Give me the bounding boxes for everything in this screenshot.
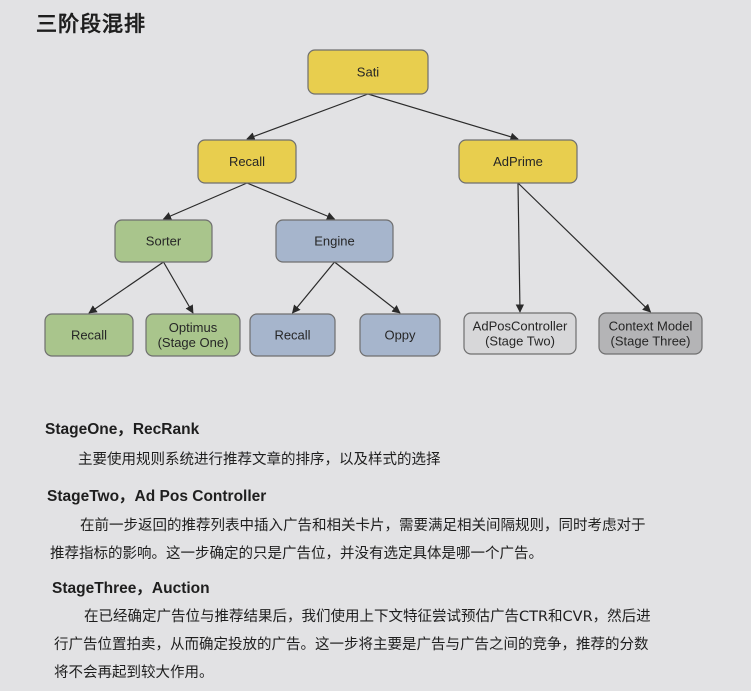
node-box	[145, 313, 241, 357]
node-label: AdPosController	[473, 319, 568, 334]
node-label: (Stage Three)	[611, 334, 691, 349]
node-recall-sorter: Recall	[44, 313, 134, 357]
node-sorter: Sorter	[114, 219, 213, 263]
stage-two-heading: StageTwo，Ad Pos Controller	[47, 488, 267, 505]
node-box	[44, 313, 134, 357]
node-box	[249, 313, 336, 357]
node-adposcontroller: AdPosController(Stage Two)	[463, 312, 577, 355]
node-sati: Sati	[307, 49, 429, 95]
node-label: (Stage Two)	[485, 334, 555, 349]
node-recall-top: Recall	[197, 139, 297, 184]
stage-three-heading: StageThree，Auction	[52, 580, 210, 597]
node-recall-engine: Recall	[249, 313, 336, 357]
node-label: Sorter	[146, 234, 182, 249]
node-box	[463, 312, 577, 355]
stage-three-line: 将不会再起到较大作用。	[54, 665, 214, 681]
node-label: Context Model	[609, 319, 693, 334]
node-box	[359, 313, 441, 357]
node-adprime: AdPrime	[458, 139, 578, 184]
edge-adprime-to-context-model	[517, 182, 652, 313]
edge-recall-top-to-sorter	[162, 182, 248, 220]
node-optimus: Optimus(Stage One)	[145, 313, 241, 357]
node-box	[275, 219, 394, 263]
node-box	[598, 312, 703, 355]
node-engine: Engine	[275, 219, 394, 263]
node-box	[307, 49, 429, 95]
stage-three-body: 在已经确定广告位与推荐结果后，我们使用上下文特征尝试预估广告CTR和CVR，然后…	[54, 603, 714, 687]
stage-three-line: 行广告位置拍卖，从而确定投放的广告。这一步将主要是广告与广告之间的竞争，推荐的分…	[54, 637, 649, 653]
edges-layer	[88, 93, 652, 314]
edge-sati-to-recall-top	[246, 93, 369, 141]
edge-adprime-to-adposcontroller	[515, 182, 525, 313]
stage-two-line: 在前一步返回的推荐列表中插入广告和相关卡片，需要满足相关间隔规则，同时考虑对于	[80, 518, 646, 534]
edge-engine-to-oppy	[334, 261, 401, 314]
edge-sorter-to-optimus	[162, 261, 194, 314]
node-label: Engine	[314, 234, 354, 249]
node-label: (Stage One)	[158, 335, 229, 350]
node-label: Optimus	[169, 320, 218, 335]
edge-recall-top-to-engine	[246, 182, 336, 221]
node-box	[197, 139, 297, 184]
node-label: Recall	[274, 328, 310, 343]
node-box	[458, 139, 578, 184]
stage-one-heading: StageOne，RecRank	[45, 421, 200, 438]
stage-two-body: 在前一步返回的推荐列表中插入广告和相关卡片，需要满足相关间隔规则，同时考虑对于 …	[50, 512, 710, 568]
edge-engine-to-recall-engine	[291, 261, 335, 314]
node-label: Recall	[229, 154, 265, 169]
page-title: 三阶段混排	[36, 12, 146, 36]
node-label: Oppy	[384, 328, 416, 343]
edge-sati-to-adprime	[367, 93, 519, 141]
node-context-model: Context Model(Stage Three)	[598, 312, 703, 355]
node-label: Sati	[357, 65, 380, 80]
node-label: Recall	[71, 328, 107, 343]
node-box	[114, 219, 213, 263]
stage-three-line: 在已经确定广告位与推荐结果后，我们使用上下文特征尝试预估广告CTR和CVR，然后…	[84, 609, 651, 625]
stage-one-line: 主要使用规则系统进行推荐文章的排序，以及样式的选择	[78, 452, 441, 468]
stage-two-line: 推荐指标的影响。这一步确定的只是广告位，并没有选定具体是哪一个广告。	[50, 546, 543, 562]
stage-one-body: 主要使用规则系统进行推荐文章的排序，以及样式的选择	[78, 446, 738, 474]
node-label: AdPrime	[493, 154, 543, 169]
edge-sorter-to-recall-sorter	[88, 261, 164, 314]
node-oppy: Oppy	[359, 313, 441, 357]
